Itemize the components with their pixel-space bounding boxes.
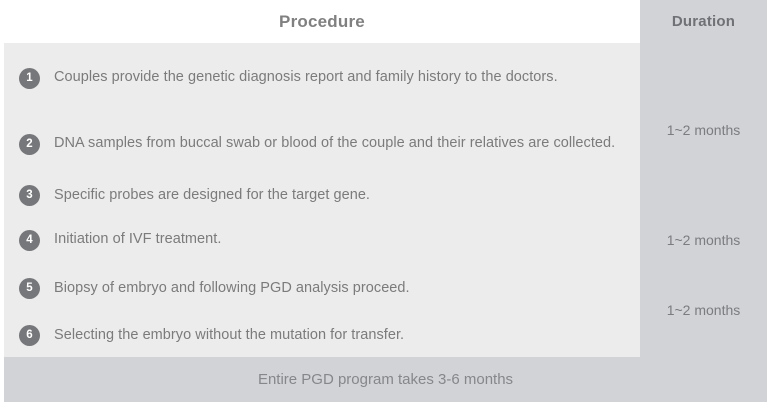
table-row: 6 Selecting the embryo without the mutat… bbox=[4, 313, 767, 357]
procedure-duration-table: Procedure Duration 1 Couples provide the… bbox=[4, 0, 767, 402]
column-header-procedure: Procedure bbox=[4, 0, 640, 44]
procedure-cell-2: 2 DNA samples from buccal swab or blood … bbox=[4, 113, 640, 175]
procedure-cell-1: 1 Couples provide the genetic diagnosis … bbox=[4, 43, 640, 114]
footer-total-duration: Entire PGD program takes 3-6 months bbox=[4, 356, 767, 402]
step-text-4: Initiation of IVF treatment. bbox=[54, 231, 222, 248]
step-number-badge-6: 6 bbox=[19, 325, 40, 347]
table-row: 1 Couples provide the genetic diagnosis … bbox=[4, 43, 767, 217]
step-number-badge-1: 1 bbox=[19, 68, 40, 90]
step-text-1: Couples provide the genetic diagnosis re… bbox=[54, 69, 558, 86]
table-row: 4 Initiation of IVF treatment. 1~2 month… bbox=[4, 216, 767, 264]
procedure-cell-4: 4 Initiation of IVF treatment. bbox=[4, 216, 640, 264]
step-number-badge-5: 5 bbox=[19, 278, 40, 300]
duration-cell-steps-5-6: 1~2 months bbox=[640, 263, 767, 357]
table-row: 5 Biopsy of embryo and following PGD ana… bbox=[4, 263, 767, 357]
table-row: 2 DNA samples from buccal swab or blood … bbox=[4, 113, 767, 175]
procedure-cell-5: 5 Biopsy of embryo and following PGD ana… bbox=[4, 263, 640, 314]
table-row: 3 Specific probes are designed for the t… bbox=[4, 174, 767, 217]
step-text-3: Specific probes are designed for the tar… bbox=[54, 186, 371, 203]
step-text-5: Biopsy of embryo and following PGD analy… bbox=[54, 279, 410, 296]
procedure-cell-3: 3 Specific probes are designed for the t… bbox=[4, 174, 640, 217]
step-text-2: DNA samples from buccal swab or blood of… bbox=[54, 135, 616, 152]
step-number-badge-3: 3 bbox=[19, 185, 40, 207]
step-text-6: Selecting the embryo without the mutatio… bbox=[54, 326, 405, 343]
step-number-badge-2: 2 bbox=[19, 134, 40, 156]
column-header-duration: Duration bbox=[640, 0, 767, 44]
duration-cell-steps-1-3: 1~2 months bbox=[640, 43, 767, 217]
duration-cell-step-4: 1~2 months bbox=[640, 216, 767, 264]
table-header-row: Procedure Duration bbox=[4, 0, 767, 44]
step-number-badge-4: 4 bbox=[19, 229, 40, 251]
table-footer-row: Entire PGD program takes 3-6 months bbox=[4, 356, 767, 402]
procedure-cell-6: 6 Selecting the embryo without the mutat… bbox=[4, 313, 640, 357]
